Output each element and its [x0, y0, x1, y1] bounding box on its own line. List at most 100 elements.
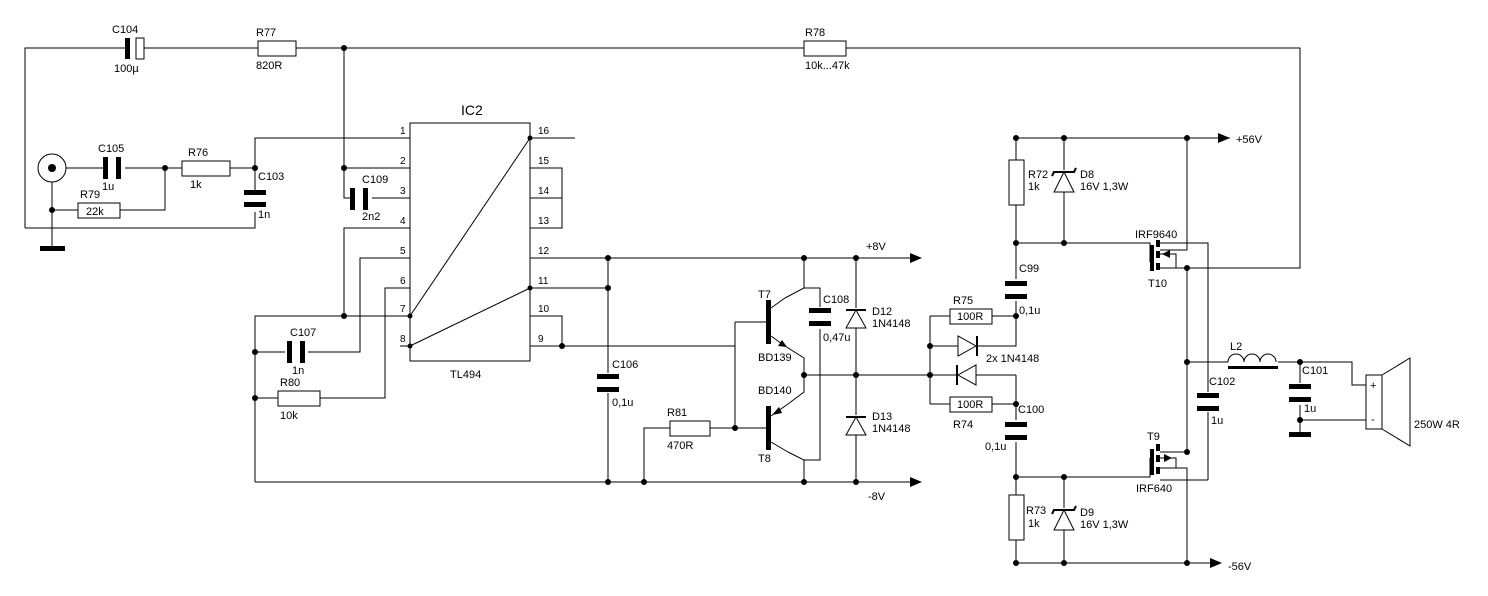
ic2-pin-7: 7 [400, 304, 406, 315]
diode-d13 [845, 415, 867, 436]
ic2-pin-5: 5 [400, 246, 406, 257]
ic2-pin-1: 1 [400, 126, 406, 137]
junction-dots [49, 45, 1303, 566]
capacitor-c107 [287, 341, 305, 363]
c101-value: 1u [1304, 403, 1316, 415]
t7-part: BD139 [758, 352, 792, 364]
ground-c101-icon [1289, 432, 1311, 437]
rail-minus56: -56V [1228, 561, 1252, 573]
transistor-t8 [766, 403, 789, 453]
ic2-pin-16: 16 [538, 126, 550, 137]
d13-name: D13 [872, 411, 892, 423]
capacitor-c106 [597, 374, 619, 392]
ic2-pin-14: 14 [538, 186, 550, 197]
capacitor-c101 [1289, 384, 1311, 402]
ic2-pin-2: 2 [400, 156, 406, 167]
ic2-pins-left: 1 2 3 4 5 6 7 8 [400, 126, 406, 345]
resistor-r80 [277, 390, 321, 407]
r80-value: 10k [280, 410, 298, 422]
d12-name: D12 [872, 306, 892, 318]
c100-value: 0,1u [985, 441, 1006, 453]
c108-name: C108 [823, 294, 849, 306]
capacitor-c103 [244, 190, 266, 207]
r81-name: R81 [667, 407, 687, 419]
ic2-body [409, 122, 531, 362]
speaker-icon [1365, 357, 1411, 447]
t9-part: IRF640 [1136, 483, 1172, 495]
r80-name: R80 [280, 377, 300, 389]
ic2-pin-9: 9 [538, 334, 544, 345]
ic2-pin-8: 8 [400, 334, 406, 345]
transistor-t7 [766, 297, 787, 347]
resistor-r73 [1008, 494, 1025, 541]
c103-name: C103 [258, 171, 284, 183]
l2-name: L2 [1230, 341, 1242, 353]
d12-part: 1N4148 [872, 318, 911, 330]
diode-pair-lower [956, 364, 977, 386]
resistor-r78 [803, 40, 847, 57]
input-jack-icon [37, 153, 67, 184]
capacitor-c102 [1197, 393, 1219, 411]
r77-name: R77 [256, 27, 276, 39]
capacitor-c104 [120, 37, 150, 60]
mosfet-t10 [1150, 240, 1177, 271]
arrow-plus56-icon [1218, 133, 1230, 143]
c108-value: 0,47u [823, 332, 851, 344]
r78-name: R78 [805, 27, 825, 39]
r81-value: 470R [667, 440, 693, 452]
ic2-name: IC2 [461, 102, 483, 118]
t8-part: BD140 [758, 385, 792, 397]
rail-plus56: +56V [1236, 134, 1263, 146]
arrow-minus8-icon [910, 477, 922, 487]
t7-name: T7 [758, 289, 771, 301]
d8-name: D8 [1080, 169, 1094, 181]
resistor-r77 [257, 40, 297, 57]
rail-plus8: +8V [866, 241, 887, 253]
c104-value: 100µ [114, 63, 139, 75]
c106-name: C106 [612, 359, 638, 371]
zener-d8 [1051, 167, 1077, 193]
c102-name: C102 [1209, 376, 1235, 388]
arrow-plus8-icon [910, 253, 922, 263]
resistor-r74 [949, 396, 993, 413]
r76-name: R76 [188, 147, 208, 159]
resistor-r81 [669, 420, 711, 437]
d13-part: 1N4148 [872, 423, 911, 435]
capacitor-c100 [1005, 422, 1027, 440]
c99-name: C99 [1019, 263, 1039, 275]
c109-name: C109 [362, 174, 388, 186]
diode-pair-label: 2x 1N4148 [986, 353, 1039, 365]
c104-name: C104 [112, 24, 138, 36]
ic2-pin-4: 4 [400, 216, 406, 227]
r77-value: 820R [256, 60, 282, 72]
speaker-plus: + [1370, 380, 1376, 392]
ic2-pin-3: 3 [400, 186, 406, 197]
inductor-l2 [1227, 353, 1278, 369]
ic2-pin-15: 15 [538, 156, 550, 167]
r72-name: R72 [1028, 169, 1048, 181]
diode-d12 [845, 308, 867, 329]
r72-value: 1k [1028, 181, 1040, 193]
capacitor-c108 [809, 308, 831, 326]
ic2-pin-11: 11 [538, 276, 549, 287]
c105-value: 1u [102, 181, 114, 193]
capacitor-c109 [350, 188, 368, 210]
c100-name: C100 [1018, 404, 1044, 416]
c103-value: 1n [258, 209, 270, 221]
d9-part: 16V 1,3W [1080, 519, 1129, 531]
r76-value: 1k [190, 179, 202, 191]
r79-name: R79 [80, 189, 100, 201]
t9-name: T9 [1147, 431, 1160, 443]
resistor-r79 [77, 202, 121, 219]
ic2-pin-13: 13 [538, 216, 550, 227]
c107-value: 1n [292, 365, 304, 377]
zener-d9 [1051, 505, 1077, 531]
t8-name: T8 [758, 453, 771, 465]
rail-minus8: -8V [868, 491, 886, 503]
r74-name: R74 [953, 419, 973, 431]
r79-value: 22k [86, 206, 104, 218]
t10-name: T10 [1148, 278, 1167, 290]
c99-value: 0,1u [1019, 305, 1040, 317]
capacitor-c105 [103, 157, 121, 179]
capacitor-c99 [1005, 281, 1027, 299]
